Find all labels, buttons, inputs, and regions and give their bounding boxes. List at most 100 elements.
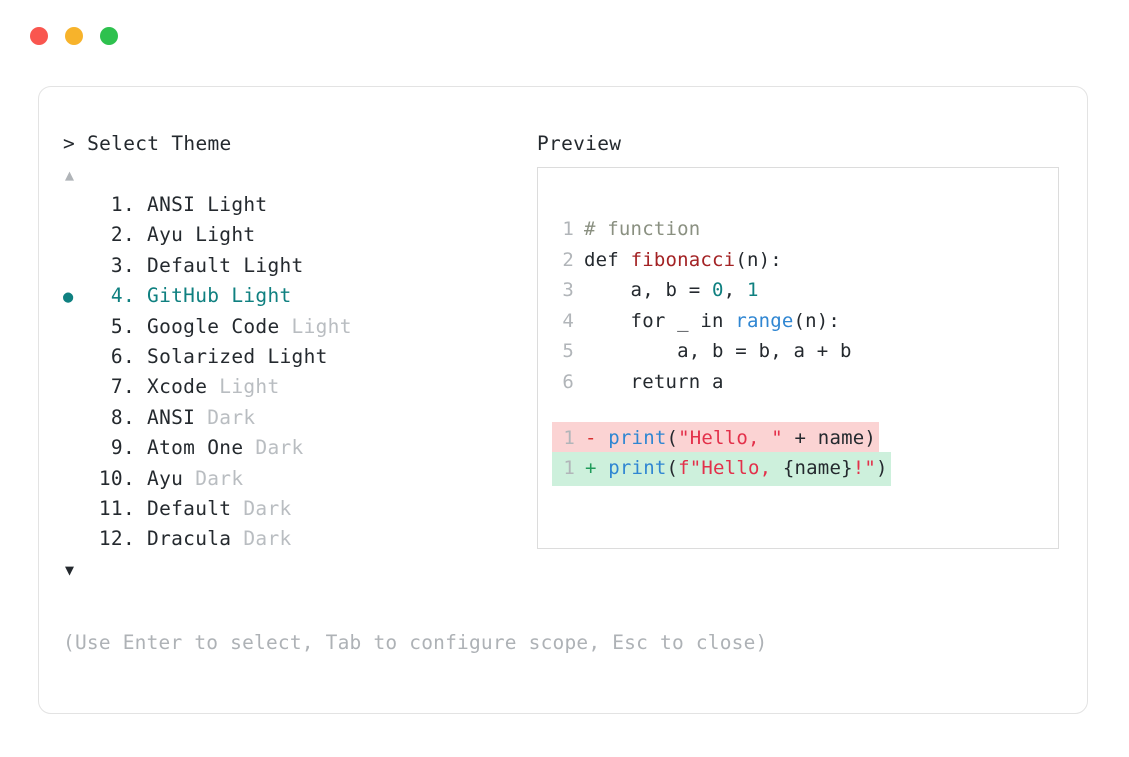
theme-item-variant: Dark [195, 466, 244, 490]
theme-item-index: 10. [98, 466, 135, 490]
code-line-text: def fibonacci(n): [584, 245, 782, 276]
code-token: print [608, 426, 667, 449]
code-line-text: a, b = b, a + b [584, 336, 852, 367]
theme-item-name: ANSI [135, 405, 208, 429]
theme-item-variant: Light [219, 375, 280, 399]
code-line-number: 1 [562, 218, 574, 240]
diff-highlight-band: 1 + print(f"Hello, {name}!") [552, 452, 891, 486]
bullet-placeholder [63, 502, 91, 519]
code-token: return a [584, 370, 724, 393]
code-line-text: print(f"Hello, {name}!") [608, 453, 887, 484]
code-line-text: for _ in range(n): [584, 306, 840, 337]
theme-item-index: 11. [98, 496, 135, 520]
selected-bullet-icon: ● [63, 287, 74, 308]
theme-item-name: Google Code [135, 314, 292, 338]
code-line-number: 3 [562, 279, 574, 301]
theme-item-variant: Light [195, 223, 256, 247]
theme-list-item[interactable]: 11. Default Dark [63, 497, 523, 527]
theme-item-index: 1. [110, 193, 135, 216]
theme-item-index: 2. [110, 223, 135, 247]
theme-item-index: 12. [98, 527, 135, 551]
code-token: # function [584, 218, 701, 240]
code-token: (n): [793, 309, 841, 332]
code-token: (n): [735, 248, 782, 271]
theme-list-item[interactable]: 2. Ayu Light [63, 223, 523, 253]
theme-item-name: Dracula [135, 527, 244, 551]
theme-selector-column: > Select Theme ▲ 1. ANSI Light 2. Ayu Li… [63, 129, 523, 580]
theme-item-name: Atom One [135, 436, 256, 460]
code-line-number: 6 [562, 370, 574, 393]
theme-item-index: 7. [110, 375, 135, 399]
theme-picker-card: > Select Theme ▲ 1. ANSI Light 2. Ayu Li… [38, 86, 1088, 714]
bullet-placeholder [63, 350, 91, 367]
theme-list-item[interactable]: ●4. GitHub Light [63, 284, 523, 314]
maximize-window-dot[interactable] [100, 27, 118, 45]
bullet-placeholder [63, 380, 91, 397]
bullet-placeholder [63, 532, 91, 549]
scroll-down-arrow-icon[interactable]: ▼ [65, 560, 75, 579]
theme-item-name: Solarized [135, 344, 268, 368]
minimize-window-dot[interactable] [65, 27, 83, 45]
bullet-placeholder [63, 441, 91, 458]
theme-item-index: 4. [110, 284, 135, 308]
theme-item-variant: Dark [207, 405, 256, 429]
bullet-placeholder [63, 320, 91, 337]
code-line-text: return a [584, 367, 724, 398]
theme-list-item[interactable]: 5. Google Code Light [63, 315, 523, 345]
code-diff-spacer [552, 397, 891, 423]
theme-list-item[interactable]: 12. Dracula Dark [63, 527, 523, 557]
theme-list-item[interactable]: 9. Atom One Dark [63, 436, 523, 466]
diff-plus-marker: + [585, 457, 609, 479]
code-token: range [735, 309, 794, 332]
preview-heading: Preview [537, 132, 622, 155]
code-token: ( [666, 457, 679, 479]
code-token: a, b = [584, 279, 713, 301]
code-token: f"Hello, [678, 457, 783, 479]
code-token: , [723, 279, 747, 301]
code-line: 6 return a [552, 367, 891, 398]
bullet-placeholder [63, 472, 91, 489]
scroll-up-arrow-icon[interactable]: ▲ [65, 166, 75, 184]
theme-list-item[interactable]: 1. ANSI Light [63, 193, 523, 223]
code-token: a, b = b, a + b [584, 340, 852, 362]
theme-item-index: 8. [110, 405, 135, 429]
theme-item-name: Default [135, 496, 244, 520]
theme-item-name: Default [135, 253, 244, 277]
code-token: "Hello, " [678, 426, 783, 449]
code-line-number: 1 [563, 457, 575, 479]
theme-item-index: 9. [110, 436, 135, 460]
window-titlebar [30, 27, 118, 45]
theme-item-variant: Dark [243, 496, 292, 520]
prompt-heading: > Select Theme [63, 132, 232, 155]
code-token: + name) [782, 426, 877, 449]
diff-added-line: 1 + print(f"Hello, {name}!") [552, 452, 891, 486]
close-window-dot[interactable] [30, 27, 48, 45]
theme-item-index: 3. [110, 253, 135, 277]
code-token: for _ in [584, 309, 736, 332]
bullet-placeholder [63, 259, 91, 276]
theme-item-name: ANSI [135, 193, 208, 216]
code-line: 3 a, b = 0, 1 [552, 275, 891, 306]
theme-item-index: 5. [110, 314, 135, 338]
theme-list-item[interactable]: 10. Ayu Dark [63, 467, 523, 497]
theme-list-item[interactable]: 3. Default Light [63, 254, 523, 284]
theme-list-item[interactable]: 8. ANSI Dark [63, 406, 523, 436]
code-token: def [584, 248, 631, 271]
code-token: fibonacci [630, 248, 736, 271]
theme-list-item[interactable]: 7. Xcode Light [63, 375, 523, 405]
code-token: ) [876, 457, 888, 479]
bullet-placeholder [63, 228, 91, 245]
code-token: ( [666, 426, 679, 449]
code-token: !" [852, 457, 877, 479]
diff-minus-marker: - [585, 426, 609, 449]
theme-list[interactable]: 1. ANSI Light 2. Ayu Light 3. Default Li… [63, 193, 523, 558]
code-token: print [608, 457, 667, 479]
code-line: 5 a, b = b, a + b [552, 336, 891, 367]
theme-list-item[interactable]: 6. Solarized Light [63, 345, 523, 375]
theme-item-variant: Light [243, 253, 304, 277]
theme-item-name: GitHub [135, 284, 232, 308]
code-line: 1 # function [552, 214, 891, 245]
code-line-text: # function [584, 214, 700, 245]
